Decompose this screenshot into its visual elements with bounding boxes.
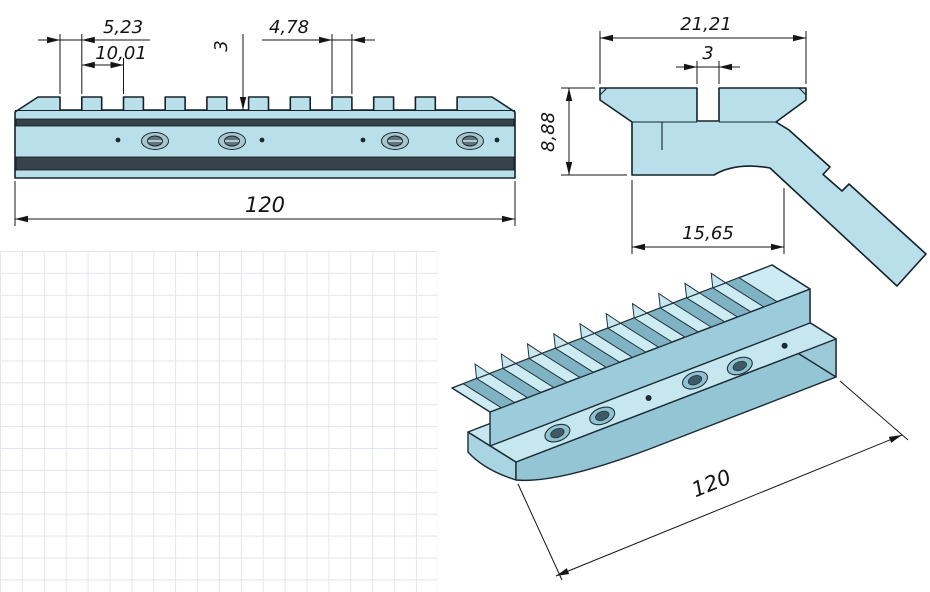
dim-overall-length: 120 <box>245 193 285 217</box>
side-view: 5,23 10,01 3 4,78 120 <box>14 17 516 226</box>
iso-rail-slot <box>619 317 674 348</box>
corner-bevel <box>599 87 608 96</box>
profile-view: 21,21 3 8,88 15,65 <box>538 14 927 287</box>
iso-rail-slot <box>540 347 595 378</box>
iso-view: 120 <box>451 264 909 581</box>
side-view-dimensions: 5,23 10,01 3 4,78 120 <box>14 17 516 226</box>
iso-rail-slot <box>488 367 543 399</box>
profile-view-dimensions: 21,21 3 8,88 15,65 <box>538 14 807 254</box>
iso-rail-tooth <box>605 312 622 329</box>
extension-line <box>517 483 563 581</box>
pin-hole <box>781 342 788 349</box>
screw-head <box>456 132 484 150</box>
pin-hole <box>360 137 366 143</box>
iso-rail-tooth <box>500 352 517 370</box>
iso-rail-tooth <box>631 302 648 319</box>
dim-groove-depth: 3 <box>211 40 232 51</box>
rail-dark-band-lower <box>15 156 515 171</box>
screw-head <box>141 132 169 150</box>
corner-bevel <box>798 87 807 96</box>
counterbore-inner <box>687 375 703 386</box>
iso-rail-slot <box>698 287 752 318</box>
iso-rail-slot <box>567 337 621 368</box>
extension-line <box>839 380 909 441</box>
dim-rail-height: 8,88 <box>538 112 559 152</box>
iso-rail-tooth <box>658 292 675 309</box>
iso-rail-teeth <box>462 272 779 409</box>
dim-slot-width: 3 <box>702 43 713 64</box>
pin-hole <box>645 395 652 401</box>
iso-rail-slot <box>593 327 647 358</box>
pin-hole <box>115 137 121 143</box>
counterbore-inner <box>732 360 747 372</box>
iso-rail-slot <box>671 297 726 328</box>
screw-head <box>218 132 246 150</box>
iso-rail-tooth <box>474 363 491 380</box>
iso-rail-slot <box>514 357 569 389</box>
dim-overall-length-iso: 120 <box>688 465 734 502</box>
cad-grid <box>0 251 438 592</box>
dim-groove-pitch: 10,01 <box>95 43 147 64</box>
iso-rail-tooth <box>553 332 570 349</box>
dim-tooth-width: 4,78 <box>269 17 309 38</box>
iso-rail-tooth <box>710 272 727 289</box>
iso-rail-slot <box>645 307 700 338</box>
dim-base-width: 15,65 <box>682 223 734 244</box>
profile-outline <box>599 87 927 287</box>
iso-rail-tooth <box>579 322 596 339</box>
iso-rail-tooth <box>684 282 701 299</box>
iso-rail-tooth <box>526 342 543 360</box>
pin-hole <box>259 137 265 143</box>
dim-groove-width: 5,23 <box>103 17 143 38</box>
screw-head <box>381 132 409 150</box>
iso-rail-slot <box>724 277 779 308</box>
dimension-line <box>555 434 903 577</box>
dim-rail-width: 21,21 <box>680 14 732 35</box>
iso-rail-slot <box>462 377 516 409</box>
rail-dark-band-upper <box>15 118 515 127</box>
pin-hole <box>494 137 500 143</box>
counterbore-inner <box>595 410 610 422</box>
